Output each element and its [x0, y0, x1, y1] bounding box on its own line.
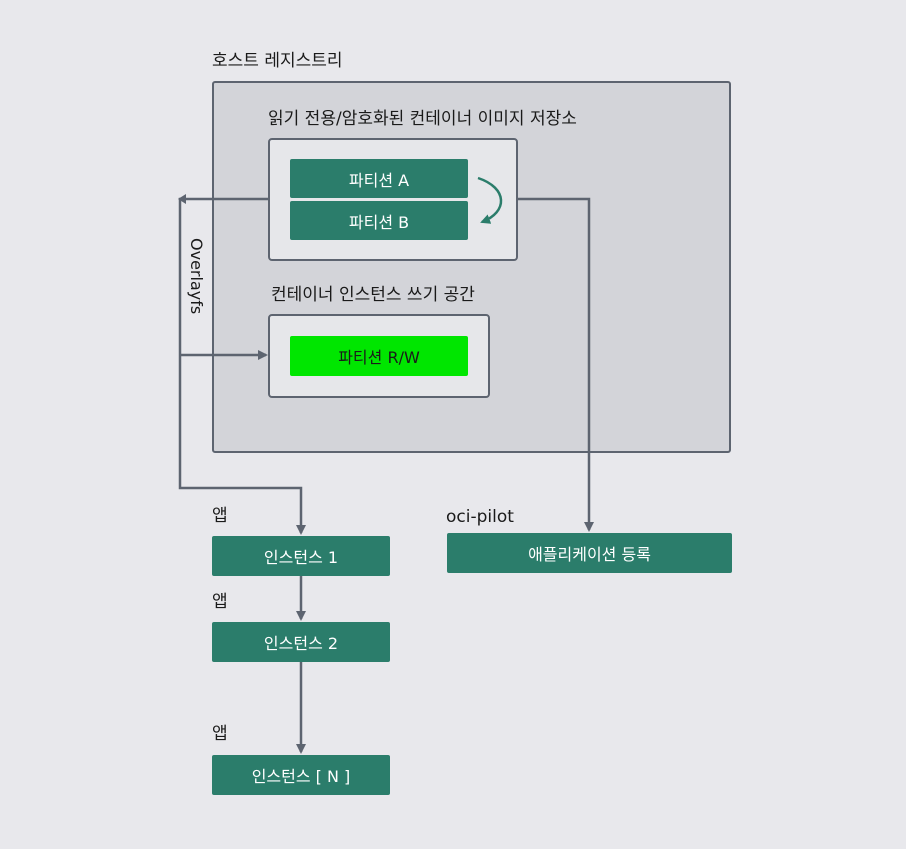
- app-instance-2: 인스턴스 2: [212, 622, 390, 662]
- host-registry-title: 호스트 레지스트리: [212, 51, 343, 71]
- image-store-box: [268, 138, 518, 261]
- ab-swap-arrow-icon: [477, 176, 503, 224]
- app-instance-n: 인스턴스 [ N ]: [212, 755, 390, 795]
- oci-pilot-label: oci-pilot: [446, 507, 514, 527]
- write-space-title: 컨테이너 인스턴스 쓰기 공간: [271, 285, 475, 305]
- image-to-overlay-line: [178, 197, 306, 535]
- partition-a: 파티션 A: [290, 159, 468, 198]
- partition-rw: 파티션 R/W: [290, 336, 468, 376]
- app-label-2: 앱: [212, 592, 228, 612]
- overlayfs-label: Overlayfs: [187, 238, 206, 315]
- image-to-register-line: [518, 197, 594, 532]
- app-label-n: 앱: [212, 724, 228, 744]
- app-instance-1: 인스턴스 1: [212, 536, 390, 576]
- app-label-1: 앱: [212, 506, 228, 526]
- register-application-box: 애플리케이션 등록: [447, 533, 732, 573]
- partition-b: 파티션 B: [290, 201, 468, 240]
- overlay-corner-arrow-icon: [178, 194, 186, 204]
- image-store-title: 읽기 전용/암호화된 컨테이너 이미지 저장소: [268, 109, 577, 129]
